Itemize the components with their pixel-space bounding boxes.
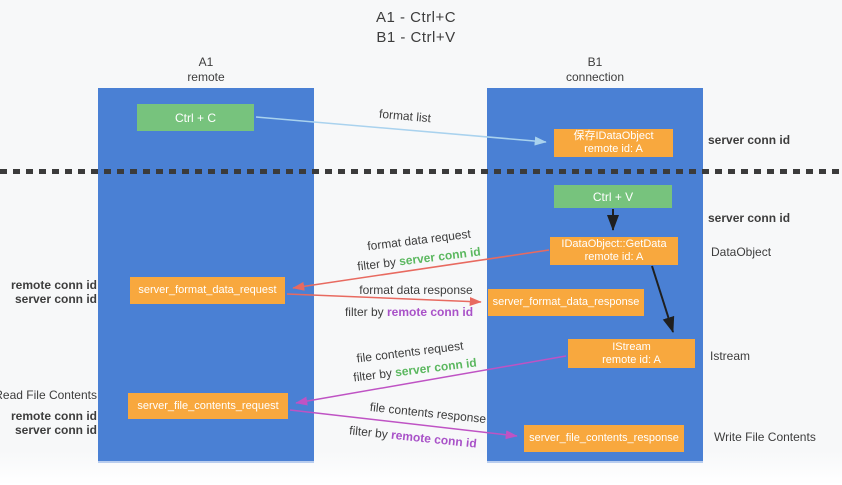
node-format-response-label: server_format_data_response <box>492 296 640 308</box>
edge-label-format-list: format list <box>378 106 432 126</box>
title-line-2: B1 - Ctrl+V <box>376 29 456 46</box>
label-server-conn-id-mid-right: server conn id <box>708 211 791 225</box>
node-ctrl-v-label: Ctrl + V <box>592 189 634 204</box>
node-getdata-line2: remote id: A <box>584 251 644 263</box>
label-server-conn-id-left-mid: server conn id <box>14 292 97 306</box>
dashed-divider-line <box>0 169 842 174</box>
lane-b1-name: B1 <box>587 55 603 69</box>
label-server-conn-id-top-right: server conn id <box>708 133 791 147</box>
lane-a1-name: A1 <box>198 55 214 69</box>
filter-by-text: filter by <box>352 365 393 385</box>
label-remote-conn-id-left-bottom: remote conn id <box>10 409 97 423</box>
label-write-file-contents: Write File Contents <box>714 430 816 444</box>
node-istream: IStream remote id: A <box>568 339 695 368</box>
node-server-format-data-request: server_format_data_request <box>130 277 285 304</box>
node-save-idataobject: 保存IDataObject remote id: A <box>554 129 673 157</box>
node-file-response-label: server_file_contents_response <box>529 432 679 444</box>
node-server-file-contents-request: server_file_contents_request <box>128 393 288 419</box>
remote-conn-id-text: remote conn id <box>387 305 474 319</box>
node-server-file-contents-response: server_file_contents_response <box>524 425 684 452</box>
remote-conn-id-text: remote conn id <box>390 427 478 451</box>
node-file-request-label: server_file_contents_request <box>137 399 279 412</box>
label-read-file-contents: Read File Contents <box>0 388 97 402</box>
title-line-1: A1 - Ctrl+C <box>375 9 457 26</box>
node-istream-line2: remote id: A <box>602 353 661 366</box>
edge-label-format-data-response: format data response <box>359 283 473 297</box>
label-server-conn-id-left-bottom: server conn id <box>14 423 97 437</box>
node-ctrl-c: Ctrl + C <box>137 104 254 131</box>
lane-a1-role: remote <box>187 70 225 84</box>
diagram-title: A1 - Ctrl+C B1 - Ctrl+V <box>0 8 832 48</box>
label-istream: Istream <box>710 349 751 363</box>
edge-label-filter-remote-conn-id-1: filter by remote conn id <box>345 305 473 319</box>
edge-label-filter-remote-conn-id-2: filter by remote conn id <box>349 423 478 450</box>
node-idataobject-getdata: IDataObject::GetData remote id: A <box>550 237 678 265</box>
node-save-idataobject-line1: 保存IDataObject <box>573 130 654 142</box>
node-istream-line1: IStream <box>612 340 651 353</box>
label-dataobject: DataObject <box>711 245 772 259</box>
node-server-format-data-response: server_format_data_response <box>488 289 644 316</box>
node-save-idataobject-line2: remote id: A <box>584 143 643 155</box>
node-ctrl-c-label: Ctrl + C <box>174 110 216 125</box>
filter-by-text: filter by <box>356 254 397 274</box>
node-ctrl-v: Ctrl + V <box>554 185 672 208</box>
lane-b1-role: connection <box>565 70 625 84</box>
lane-header-b1: B1 connection <box>487 55 703 85</box>
filter-by-text: filter by <box>348 423 389 442</box>
label-remote-conn-id-left-mid: remote conn id <box>10 278 97 292</box>
lane-header-a1: A1 remote <box>98 55 314 85</box>
edge-label-file-contents-response: file contents response <box>369 399 487 427</box>
filter-by-text: filter by <box>344 305 384 319</box>
node-getdata-line1: IDataObject::GetData <box>561 238 667 250</box>
node-format-request-label: server_format_data_request <box>138 284 277 296</box>
